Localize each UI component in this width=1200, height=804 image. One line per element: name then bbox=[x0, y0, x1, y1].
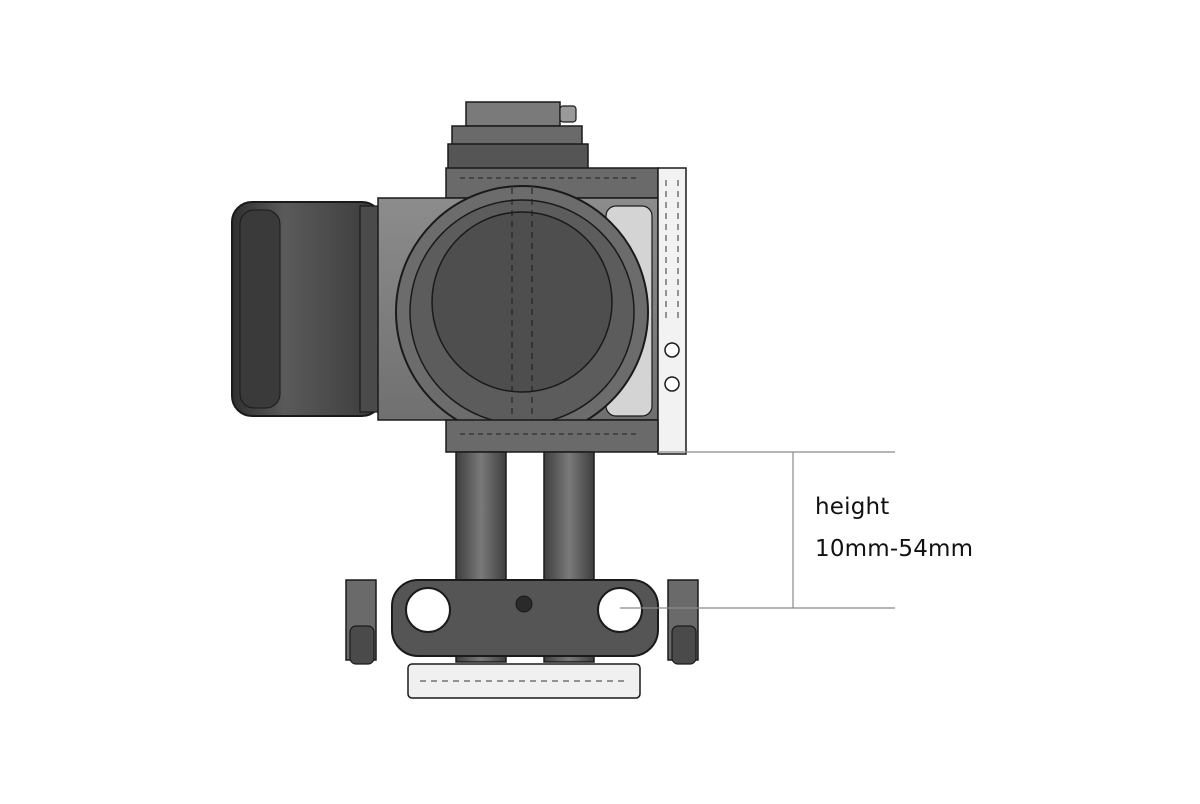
cage-side-plate bbox=[657, 167, 687, 455]
height-range-label: 10mm-54mm bbox=[815, 536, 974, 562]
base-plate bbox=[407, 663, 641, 699]
top-shoe-mount bbox=[447, 101, 589, 171]
lens-front bbox=[395, 185, 649, 439]
height-label: height bbox=[815, 494, 890, 520]
cage-bottom-bar bbox=[445, 419, 659, 453]
rod-clamp bbox=[345, 579, 699, 665]
height-dimension bbox=[620, 451, 895, 609]
side-grip bbox=[231, 201, 383, 417]
